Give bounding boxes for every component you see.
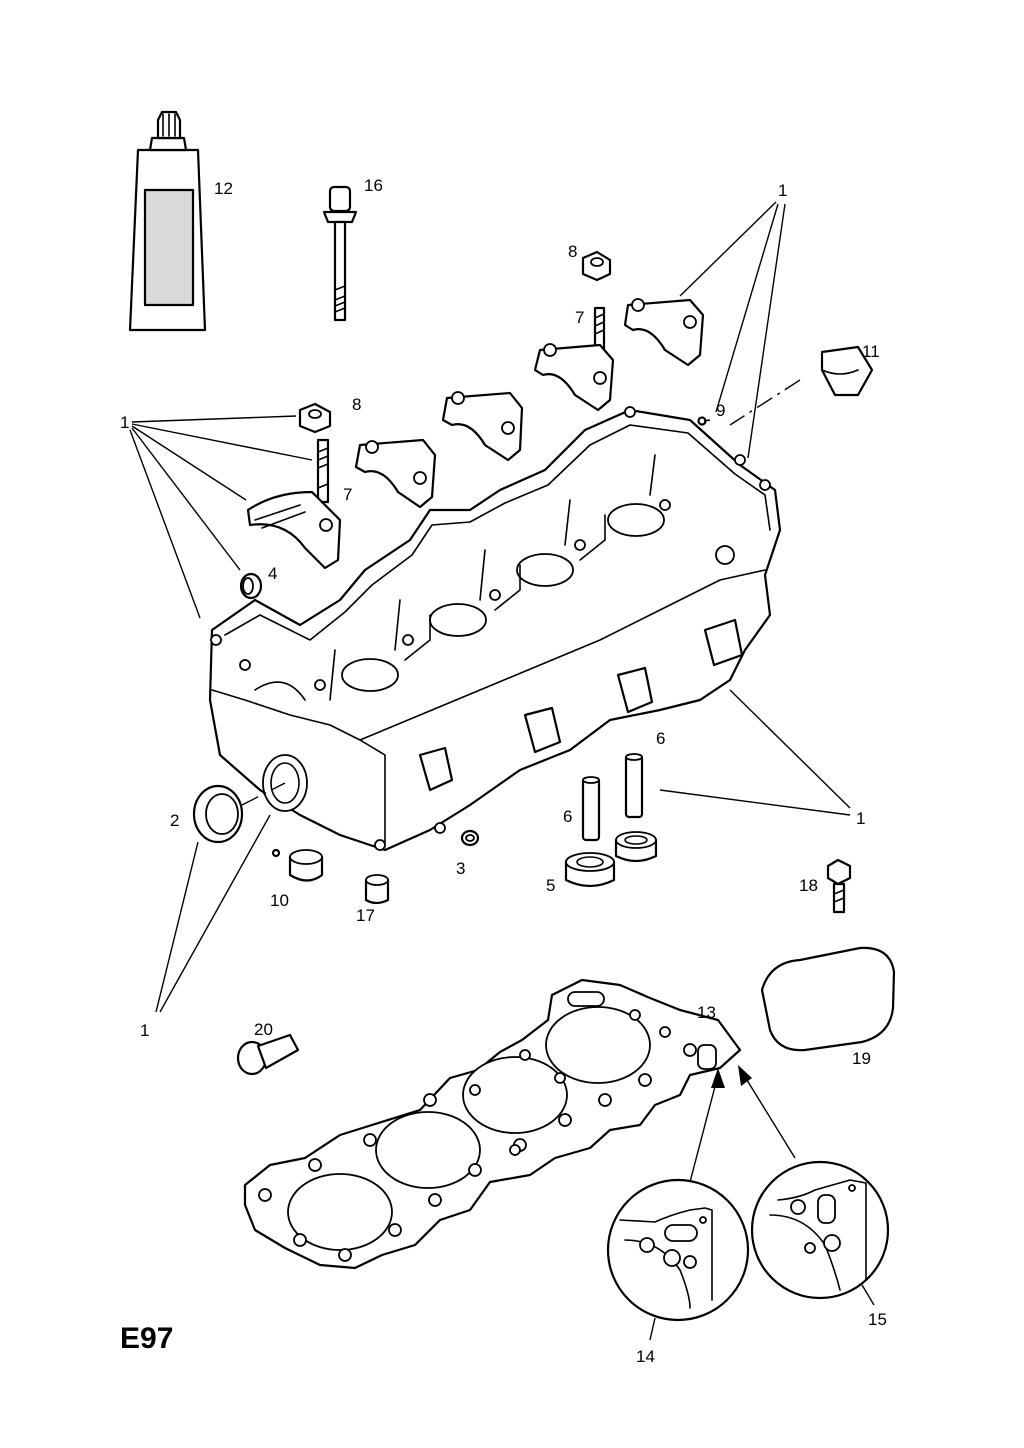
- callout-5: 5: [546, 876, 555, 895]
- callout-10: 10: [270, 891, 289, 910]
- callout-1-bottom: 1: [140, 1021, 149, 1040]
- callout-16: 16: [364, 176, 383, 195]
- nut-part-top: [581, 250, 612, 282]
- callout-11: 11: [862, 342, 880, 361]
- callout-6-a: 6: [563, 807, 572, 826]
- callout-8-top: 8: [568, 242, 577, 261]
- valve-guide-part-b: [624, 753, 644, 819]
- callout-1-left: 1: [120, 413, 129, 432]
- nut-part-left: [298, 402, 332, 434]
- dowel-part-17: [364, 874, 390, 905]
- callout-1-top: 1: [778, 181, 787, 200]
- callout-19: 19: [852, 1049, 871, 1068]
- callout-14: 14: [636, 1347, 655, 1366]
- callout-8-left: 8: [352, 395, 361, 414]
- cap-part: [820, 345, 874, 397]
- valve-seal-part-b: [614, 831, 658, 863]
- callout-15: 15: [868, 1310, 887, 1329]
- bolt-part-20: [236, 1033, 300, 1076]
- valve-seal-part-5: [564, 852, 616, 888]
- seal-ring-part: [192, 784, 244, 844]
- callout-20: 20: [254, 1020, 273, 1039]
- bearing-cap-1: [623, 298, 705, 367]
- cap-axis-line: [729, 379, 801, 426]
- leader-15: [861, 1284, 875, 1306]
- detail-view-15: [750, 1160, 890, 1300]
- head-bolt-part: [322, 185, 358, 322]
- bearing-cap-2: [533, 343, 615, 412]
- plug-part: [239, 572, 263, 600]
- cylinder-head-part: [208, 406, 782, 852]
- diagram-code: E97: [120, 1322, 173, 1355]
- callout-13: 13: [697, 1003, 716, 1022]
- cover-plate-part: [760, 946, 896, 1052]
- callout-6-b: 6: [656, 729, 665, 748]
- detail-view-14: [606, 1178, 750, 1322]
- callout-3: 3: [456, 859, 465, 878]
- detail-arrows: [689, 1065, 796, 1183]
- plug-part-10: [271, 848, 324, 882]
- leader-lines: [129, 201, 851, 1013]
- callout-18: 18: [799, 876, 818, 895]
- bearing-cap-4: [354, 438, 437, 509]
- stud-part-left: [316, 438, 330, 504]
- head-gasket-part: [243, 978, 742, 1270]
- sealant-tube-part: [128, 110, 207, 332]
- callout-2: 2: [170, 811, 179, 830]
- valve-guide-part-a: [581, 776, 601, 842]
- callout-labels: 1 1 1 1 2 3 4 5 6 6 7 7 8 8 9 10 11 12 1…: [120, 176, 887, 1366]
- callout-4: 4: [268, 564, 277, 583]
- leader-14: [649, 1317, 656, 1341]
- callout-17: 17: [356, 906, 375, 925]
- callout-7-left: 7: [343, 485, 352, 504]
- callout-1-right: 1: [856, 809, 865, 828]
- bearing-cap-5: [246, 490, 342, 570]
- callout-7-top: 7: [575, 308, 584, 327]
- small-plug-part-3: [460, 829, 480, 847]
- callout-12: 12: [214, 179, 233, 198]
- bolt-part-18: [826, 858, 852, 914]
- callout-9: 9: [716, 401, 725, 420]
- bearing-cap-3: [441, 391, 524, 462]
- seal-axis-line: [241, 782, 286, 806]
